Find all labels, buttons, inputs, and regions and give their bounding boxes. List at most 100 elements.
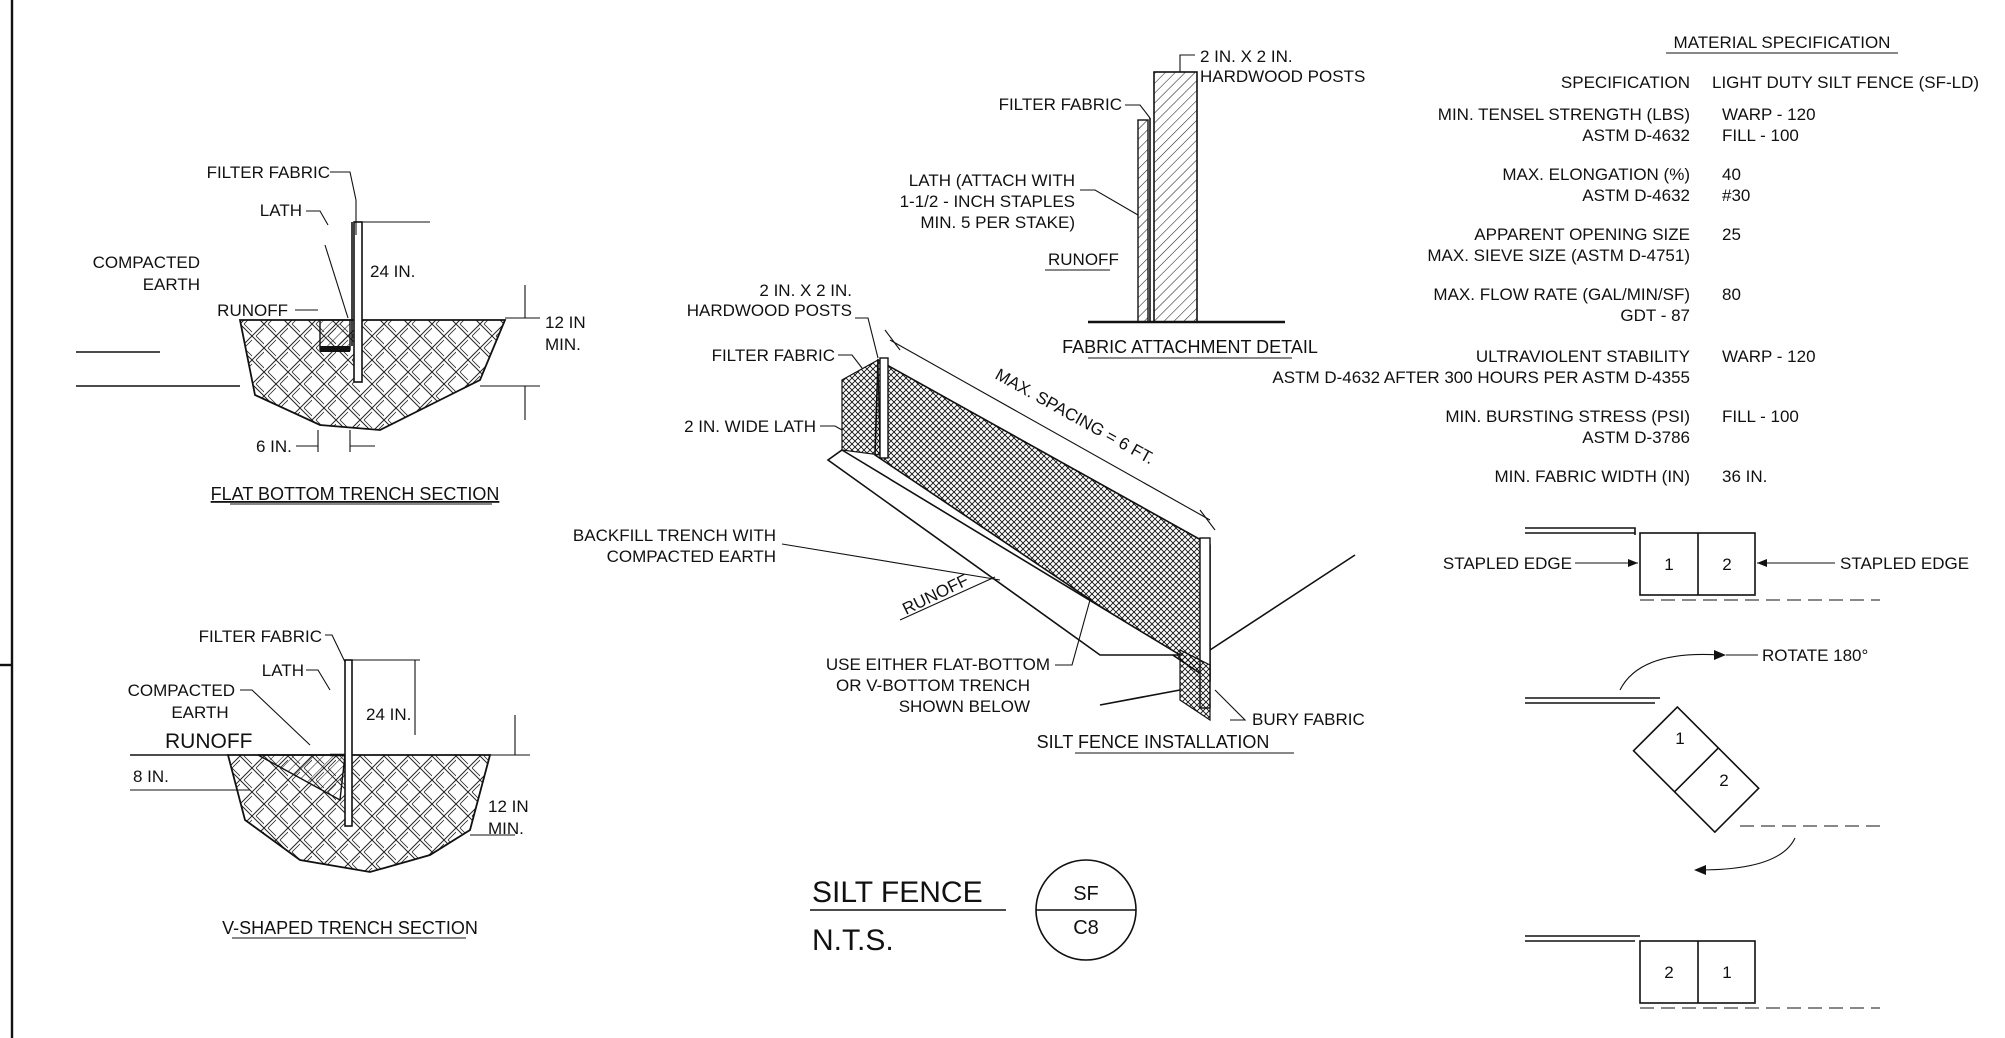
rotate-arrow-top — [1714, 650, 1726, 660]
ground-front-line — [1099, 689, 1181, 706]
stapled-edge-right-label: STAPLED EDGE — [1840, 554, 1969, 573]
lath-leader — [1080, 189, 1139, 216]
posts-leader — [1179, 54, 1195, 72]
v-lath-leader — [306, 669, 331, 691]
spec-row-label: MAX. ELONGATION (%) — [1502, 165, 1690, 184]
detail-scale: N.T.S. — [812, 924, 894, 957]
joint-panels-2-group — [1632, 705, 1760, 834]
material-specification: MATERIAL SPECIFICATION SPECIFICATION LIG… — [1272, 33, 1979, 486]
label-dim-min: MIN. — [545, 335, 581, 354]
stapled-edge-left-arrow — [1628, 559, 1638, 567]
label-earth: EARTH — [143, 275, 200, 294]
att-label-posts-1: 2 IN. X 2 IN. — [1200, 47, 1293, 66]
fabric-attachment-detail: 2 IN. X 2 IN. HARDWOOD POSTS FILTER FABR… — [900, 47, 1365, 359]
joint-panel-label: 2 — [1722, 555, 1731, 574]
label-dim-24: 24 IN. — [370, 262, 415, 281]
left-post — [879, 357, 889, 459]
inst-label-runoff: RUNOFF — [899, 570, 971, 618]
spec-row-value: 25 — [1722, 225, 1741, 244]
v-runoff-wedge — [257, 754, 346, 802]
att-label-runoff: RUNOFF — [1048, 250, 1119, 269]
v-label-dim-8: 8 IN. — [133, 767, 169, 786]
filter-fabric-leader — [330, 171, 357, 201]
runoff-underline — [899, 576, 996, 621]
lath-leader-ext — [324, 244, 349, 319]
label-dim-12: 12 IN — [545, 313, 586, 332]
fabric-leader — [1125, 104, 1151, 119]
spec-row-label: MIN. FABRIC WIDTH (IN) — [1495, 467, 1690, 486]
spec-row-sublabel: MAX. SIEVE SIZE (ASTM D-4751) — [1427, 246, 1690, 265]
spec-row-label: MAX. FLOW RATE (GAL/MIN/SF) — [1433, 285, 1690, 304]
spec-row-value: WARP - 120 — [1722, 347, 1816, 366]
joint-panel-label: 2 — [1719, 771, 1728, 790]
att-label-lath-3: MIN. 5 PER STAKE) — [920, 213, 1075, 232]
inst-label-either-1: USE EITHER FLAT-BOTTOM — [826, 655, 1050, 674]
spec-row-label: APPARENT OPENING SIZE — [1474, 225, 1690, 244]
spec-row-value: FILL - 100 — [1722, 126, 1799, 145]
att-label-lath-2: 1-1/2 - INCH STAPLES — [900, 192, 1075, 211]
detail-name: SILT FENCE — [812, 876, 983, 909]
joint-panel-label: 2 — [1664, 963, 1673, 982]
buried-fabric — [1179, 649, 1211, 722]
inst-label-bury: BURY FABRIC — [1252, 710, 1365, 729]
label-compacted: COMPACTED — [93, 253, 200, 272]
inst-label-filter-fabric: FILTER FABRIC — [712, 346, 835, 365]
flat-trench-title: FLAT BOTTOM TRENCH SECTION — [211, 484, 500, 504]
compacted-earth-fill — [238, 319, 507, 431]
spec-row-label: ULTRAVIOLENT STABILITY — [1476, 347, 1690, 366]
spec-row-sublabel: GDT - 87 — [1620, 306, 1690, 325]
inst-label-posts-2: HARDWOOD POSTS — [687, 301, 852, 320]
lath-post — [353, 221, 363, 383]
spec-row-label: MIN. TENSEL STRENGTH (LBS) — [1438, 105, 1690, 124]
spec-row-label: MIN. BURSTING STRESS (PSI) — [1445, 407, 1690, 426]
joint-divider-2 — [1673, 747, 1719, 793]
posts-leader — [855, 317, 879, 359]
spec-row-value: WARP - 120 — [1722, 105, 1816, 124]
v-label-dim-12: 12 IN — [488, 797, 529, 816]
bury-leader — [1214, 689, 1247, 721]
fabric-wrap-left — [841, 358, 881, 456]
label-lath: LATH — [260, 201, 302, 220]
either-leader — [1055, 599, 1091, 666]
spec-row-value: 40 — [1722, 165, 1741, 184]
joint-top-line-1 — [1525, 527, 1636, 535]
v-label-lath: LATH — [262, 661, 304, 680]
stapled-edge-left-label: STAPLED EDGE — [1443, 554, 1572, 573]
inst-label-posts-1: 2 IN. X 2 IN. — [759, 281, 852, 300]
fabric-joint-detail: 1 2 STAPLED EDGE STAPLED EDGE ROTATE 180… — [1443, 527, 1969, 1009]
v-label-filter-fabric: FILTER FABRIC — [199, 627, 322, 646]
lath-leader — [820, 425, 843, 431]
v-fabric-leader — [325, 634, 346, 663]
spec-row-sublabel: ASTM D-4632 AFTER 300 HOURS PER ASTM D-4… — [1272, 368, 1690, 387]
v-label-dim-24: 24 IN. — [366, 705, 411, 724]
v-trench-title: V-SHAPED TRENCH SECTION — [222, 918, 478, 938]
installation-title: SILT FENCE INSTALLATION — [1037, 732, 1270, 752]
spec-row-sublabel: ASTM D-3786 — [1582, 428, 1690, 447]
ground-back-line — [1209, 554, 1356, 651]
lath-strip — [1137, 119, 1149, 323]
spec-row-value: FILL - 100 — [1722, 407, 1799, 426]
hardwood-post — [1153, 71, 1198, 323]
detail-title-block: SILT FENCE N.T.S. SF C8 — [810, 859, 1137, 961]
runoff-wedge — [319, 319, 351, 351]
attachment-title: FABRIC ATTACHMENT DETAIL — [1062, 337, 1318, 357]
spacing-tick-left — [884, 329, 901, 351]
spec-header-right: LIGHT DUTY SILT FENCE (SF-LD) — [1712, 73, 1979, 92]
stapled-edge-right-arrow — [1757, 559, 1767, 567]
spec-row-sublabel: ASTM D-4632 — [1582, 126, 1690, 145]
spec-row-value: #30 — [1722, 186, 1750, 205]
trench-lip — [826, 449, 1183, 656]
spec-row-value: 80 — [1722, 285, 1741, 304]
detail-symbol-bottom: C8 — [1073, 917, 1099, 939]
inst-label-backfill-1: BACKFILL TRENCH WITH — [573, 526, 776, 545]
att-label-posts-2: HARDWOOD POSTS — [1200, 67, 1365, 86]
label-dim-6: 6 IN. — [256, 437, 292, 456]
v-label-runoff: RUNOFF — [165, 730, 253, 753]
inst-label-either-2: OR V-BOTTOM TRENCH — [836, 676, 1030, 695]
inst-label-either-3: SHOWN BELOW — [899, 697, 1030, 716]
spec-row-value: 36 IN. — [1722, 467, 1767, 486]
label-filter-fabric: FILTER FABRIC — [207, 163, 330, 182]
v-lath-post — [344, 659, 353, 827]
backfill-leader — [781, 543, 1001, 581]
